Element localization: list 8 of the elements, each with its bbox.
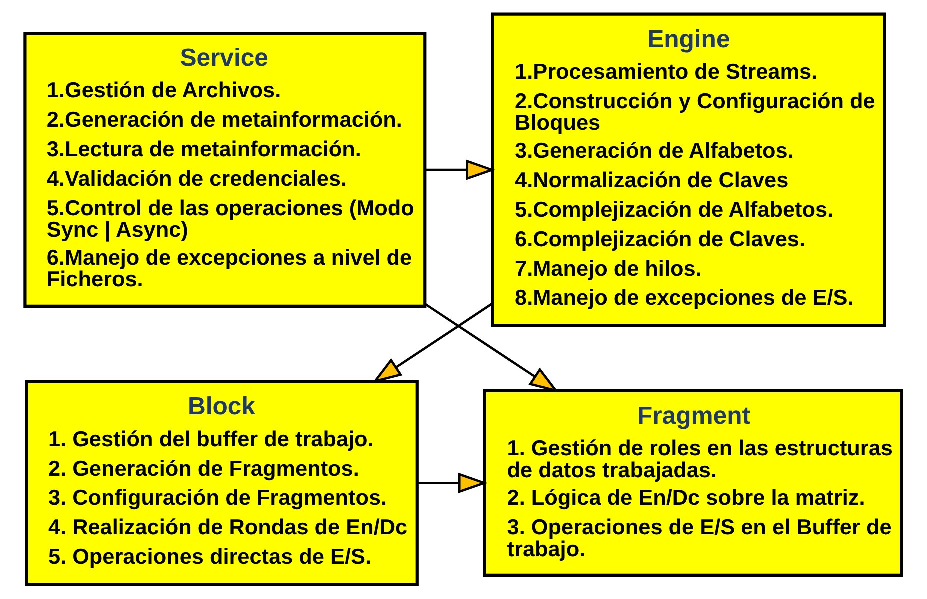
node-box: Block 1. Gestión del buffer de trabajo. 2. Generación de Fragmentos. 3. Configuración de Fragmentos. 4. Realización de Rondas de En/Dc 5. Operaciones directas de E/S. (25, 380, 419, 586)
arrow (425, 303, 559, 393)
node-box: Service 1.Gestión de Archivos. 2.Generación de metainformación. 3.Lectura de metainformación. 4.Validación de credenciales. 5.Control de las operaciones (Modo Sync | Async) 6.Manejo de excepciones a nivel de Ficheros. (24, 32, 427, 308)
node-box: Engine 1.Procesamiento de Streams. 2.Construcción y Configuración de Bloques 3.Generación de Alfabetos. 4.Normalización de Claves 5.Complejización de Alfabetos. 6.Complejización de Claves. 7.Manejo de hilos. 8.Manejo de excepciones de E/S. (491, 12, 886, 328)
arrow (372, 302, 493, 384)
arrow (418, 472, 488, 494)
node-box: Fragment 1. Gestión de roles en las estructuras de datos trabajadas. 2. Lógica de En/Dc sobre la matriz. 3. Operaciones de E/S en el Buffer de trabajo. (483, 389, 904, 577)
arrow (425, 160, 496, 180)
